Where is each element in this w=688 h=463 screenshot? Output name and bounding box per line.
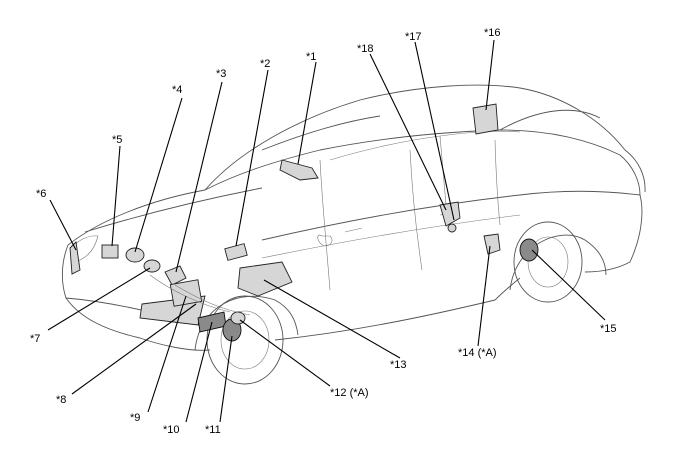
callout-2: *2 (260, 58, 270, 70)
callout-8: *8 (56, 394, 66, 406)
callout-7: *7 (30, 333, 40, 345)
component-9-ecu (169, 279, 203, 307)
component-17-18-harness (439, 201, 461, 233)
callout-14: *14 (*A) (458, 347, 497, 359)
component-4-sensor (125, 247, 145, 263)
component-14-sensor (483, 233, 501, 255)
callout-9: *9 (130, 412, 140, 424)
component-3-bracket (164, 265, 187, 286)
callout-18: *18 (357, 43, 374, 55)
callout-10: *10 (163, 424, 180, 436)
leader-lines (47, 39, 606, 423)
callout-1: *1 (306, 51, 316, 63)
callout-11: *11 (205, 424, 221, 436)
component-16-ecu (472, 103, 499, 135)
callout-12: *12 (*A) (330, 387, 369, 399)
callout-16: *16 (484, 27, 501, 39)
callout-4: *4 (172, 84, 182, 96)
callout-3: *3 (216, 68, 226, 80)
component-6-panel (69, 241, 81, 275)
callout-labels: *1 *2 *3 *4 *5 *6 *7 *8 *9 *10 *11 *12 (… (30, 27, 617, 436)
callout-17: *17 (405, 31, 422, 43)
component-5-horn (101, 244, 119, 259)
rear-wheel (513, 221, 583, 303)
callout-15: *15 (600, 323, 617, 335)
callout-5: *5 (112, 134, 122, 146)
callout-13: *13 (390, 359, 407, 371)
callout-6: *6 (36, 188, 46, 200)
component-2-module (224, 243, 248, 261)
component-1-sensor (279, 159, 319, 181)
component-13-transmission (237, 261, 293, 297)
